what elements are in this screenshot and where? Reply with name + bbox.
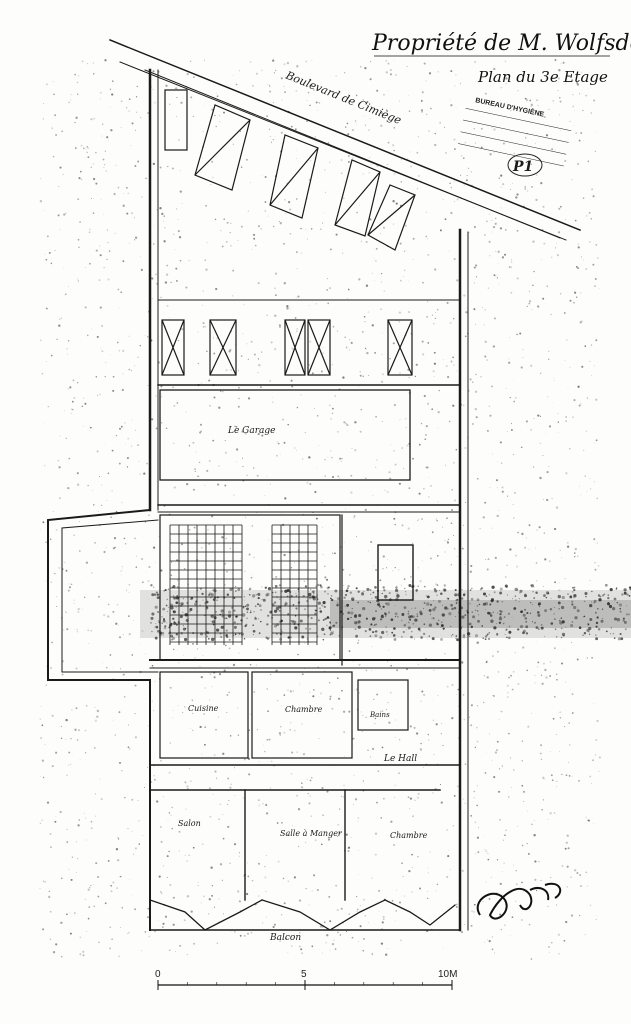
room-label-kitchen: Cuisine xyxy=(188,704,219,713)
building-walls xyxy=(47,39,581,932)
stamp-ref: P1 xyxy=(512,159,533,175)
photocopy-noise xyxy=(39,59,631,960)
stamp-office: BUREAU D'HYGIÈNE xyxy=(475,95,546,118)
room-label-salon: Salon xyxy=(178,819,201,828)
scale-bar: 0 5 10M xyxy=(155,969,457,990)
scale-tick-0: 0 xyxy=(155,969,161,980)
street-label: Boulevard de Cimiège xyxy=(283,68,404,127)
tiled-floor xyxy=(169,524,318,645)
title-block: Propriété de M. Wolfsdorff Plan du 3e Et… xyxy=(371,31,631,86)
parking-boxes xyxy=(161,89,416,376)
room-label-bath: Bains xyxy=(369,711,390,719)
scale-tick-10m: 10M xyxy=(438,969,457,980)
room-label-balcon: Balcon xyxy=(269,933,301,943)
sheet-title: Plan du 3e Etage xyxy=(477,68,608,86)
room-labels: Le Garage Cuisine Chambre Bains Le Hall … xyxy=(178,426,428,943)
copier-smudge-band xyxy=(140,590,631,638)
owner-title: Propriété de M. Wolfsdorff xyxy=(371,31,631,56)
hygiene-stamp: BUREAU D'HYGIÈNE P1 xyxy=(458,95,572,177)
scale-tick-5: 5 xyxy=(301,969,307,980)
room-label-chambre2: Chambre xyxy=(390,831,428,840)
room-label-salle: Salle à Manger xyxy=(280,829,343,838)
signature xyxy=(476,882,562,920)
room-label-garage: Le Garage xyxy=(227,426,275,436)
room-label-bedroom: Chambre xyxy=(285,705,323,714)
room-label-hall: Le Hall xyxy=(383,754,417,764)
